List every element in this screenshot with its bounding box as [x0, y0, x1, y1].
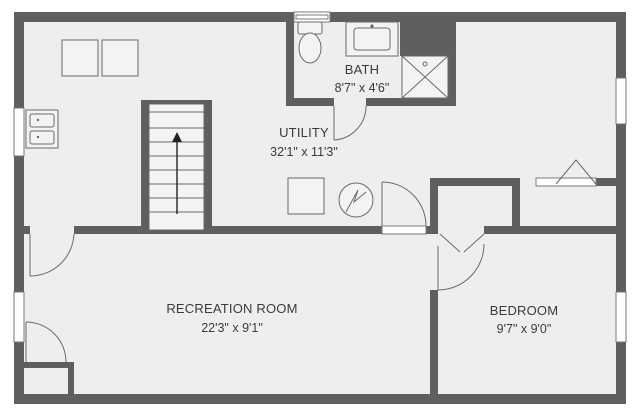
stairs-up-arrow-icon [172, 132, 182, 214]
interior-walls [14, 12, 626, 404]
bath-label: BATH [345, 62, 380, 77]
door-swing-icon [333, 105, 367, 141]
double-sink-icon [25, 109, 59, 149]
appliance-box-2 [101, 39, 139, 77]
recreation-room-label: RECREATION ROOM [166, 301, 297, 316]
bedroom-dims: 9'7" x 9'0" [497, 322, 552, 336]
door-swing-icon [439, 233, 485, 253]
door-swing-icon [29, 233, 75, 277]
door-swing-icon [381, 181, 427, 227]
bath-dims: 8'7" x 4'6" [335, 81, 390, 95]
toilet-icon [297, 21, 323, 64]
windows [13, 11, 627, 343]
closet-shelf-icon [555, 159, 597, 185]
recreation-room-dims: 22'3" x 9'1" [201, 321, 263, 335]
door-swing-icon [437, 243, 485, 291]
appliance-box-1 [61, 39, 99, 77]
utility-dims: 32'1" x 11'3" [270, 145, 338, 159]
water-heater-icon [338, 182, 374, 218]
sink-icon [345, 21, 399, 57]
door-swing-icon [25, 321, 67, 363]
shower-icon [401, 55, 449, 99]
bedroom-label: BEDROOM [490, 303, 559, 318]
utility-box [287, 177, 325, 215]
utility-label: UTILITY [279, 125, 329, 140]
